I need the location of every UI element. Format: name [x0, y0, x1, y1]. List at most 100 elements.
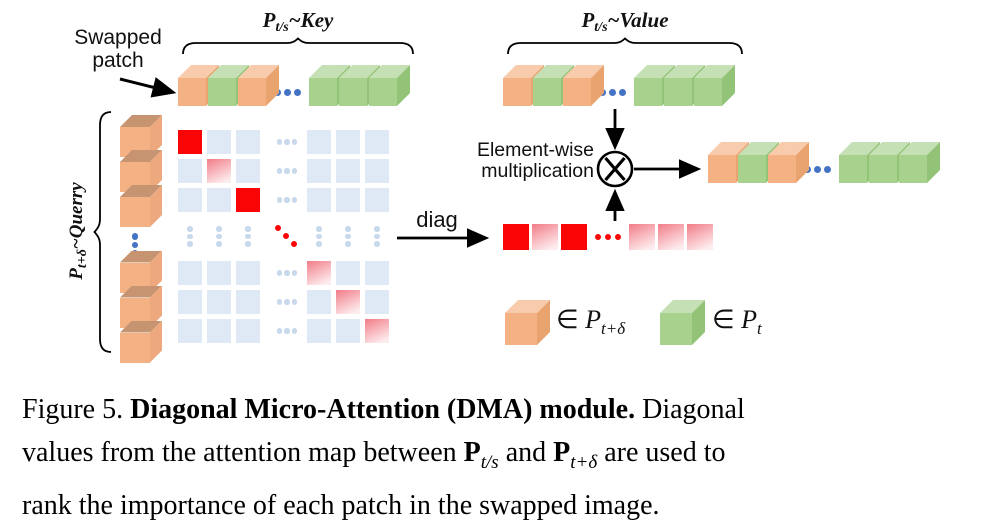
swapped-patch-arrow — [119, 77, 177, 98]
query-label-tail: ~Querry — [66, 182, 87, 250]
caption-text: Figure 5. — [22, 394, 131, 425]
elementwise-label-line2: multiplication — [481, 160, 594, 182]
matrix-diagonal-red-dot — [282, 232, 289, 239]
matrix-ellipsis-dot — [291, 168, 297, 174]
elementwise-label-line1: Element-wise — [476, 139, 594, 161]
cube-side — [150, 320, 162, 363]
query-label-sub: t+δ — [75, 249, 90, 269]
attention-matrix — [178, 130, 390, 344]
value-label-tail: ~Value — [607, 8, 669, 32]
matrix-cell — [365, 159, 389, 183]
key-brace — [182, 37, 414, 55]
cube-top — [178, 65, 219, 78]
cube-front — [664, 78, 692, 106]
matrix-cell — [207, 130, 231, 154]
matrix-ellipsis-dot — [316, 226, 322, 232]
matrix-ellipsis-dot — [284, 168, 290, 174]
cube-front — [899, 155, 927, 183]
matrix-ellipsis-dot — [284, 270, 290, 276]
cube-front — [369, 78, 397, 106]
legend-orange-p: P — [585, 305, 602, 334]
value-label-p: P — [581, 8, 595, 32]
cube-side — [692, 300, 705, 345]
query-brace — [93, 111, 112, 353]
matrix-ellipsis-dot — [187, 226, 193, 232]
matrix-cell — [365, 188, 389, 212]
matrix-cell — [207, 261, 231, 285]
cube-front — [120, 197, 150, 227]
cube-front — [120, 332, 150, 363]
matrix-ellipsis-dot — [284, 139, 290, 145]
cube-front — [238, 78, 266, 106]
matrix-cell — [207, 319, 231, 343]
cube-top — [708, 142, 749, 155]
matrix-ellipsis-dot — [284, 328, 290, 334]
cube-top — [694, 65, 735, 78]
cube-side — [537, 300, 550, 345]
cube-side — [150, 150, 162, 192]
cube-front — [208, 78, 236, 106]
caption-line: values from the attention map between Pt… — [22, 431, 982, 484]
cube-top — [120, 285, 162, 298]
element-of-symbol: ∈ — [556, 305, 586, 334]
cube-front — [634, 78, 662, 106]
legend-green-sub: t — [757, 319, 762, 338]
matrix-ellipsis-dot — [216, 233, 222, 239]
patch-cube-green — [533, 65, 574, 106]
cube-top — [238, 65, 279, 78]
elementwise-label: Element-wise multiplication — [448, 140, 594, 182]
matrix-ellipsis-dot — [291, 328, 297, 334]
patch-cube-green — [694, 65, 735, 106]
patch-cube-green — [660, 300, 705, 345]
matrix-ellipsis-dot — [374, 226, 380, 232]
caption-bold-text: P — [463, 437, 481, 468]
cube-front — [738, 155, 766, 183]
matrix-cell — [178, 261, 202, 285]
cube-side — [150, 185, 162, 227]
caption-text: are used to — [597, 437, 726, 468]
matrix-cell — [307, 130, 331, 154]
matrix-ellipsis-dot — [187, 241, 193, 247]
matrix-cell — [236, 319, 260, 343]
swapped-patch-label-line1: Swapped — [74, 26, 162, 49]
patch-cube-green — [339, 65, 380, 106]
key-label-p: P — [262, 8, 276, 32]
cube-top — [120, 150, 162, 162]
diagonal-value-square — [687, 224, 713, 250]
cube-top — [660, 300, 705, 313]
cube-top — [563, 65, 604, 78]
caption-text: and — [498, 437, 554, 468]
matrix-cell — [178, 188, 202, 212]
patch-cube-orange — [238, 65, 279, 106]
cube-front — [533, 78, 561, 106]
matrix-cell — [236, 159, 260, 183]
matrix-ellipsis-dot — [216, 241, 222, 247]
cube-side — [150, 250, 162, 293]
patch-cube-orange — [708, 142, 749, 183]
matrix-cell — [336, 159, 360, 183]
cube-top — [533, 65, 574, 78]
matrix-cell — [307, 261, 331, 285]
matrix-cell — [207, 290, 231, 314]
value-label-sub: t/s — [594, 20, 608, 35]
matrix-ellipsis-dot — [374, 233, 380, 239]
patch-cube-orange — [120, 185, 162, 227]
cube-front — [178, 78, 206, 106]
diagonal-value-square — [561, 224, 587, 250]
key-label: Pt/s~Key — [198, 8, 398, 36]
cube-top — [634, 65, 675, 78]
cube-top — [768, 142, 809, 155]
matrix-cell — [236, 261, 260, 285]
cube-side — [266, 65, 279, 106]
matrix-cell — [178, 130, 202, 154]
caption-text: Diagonal — [635, 394, 745, 425]
matrix-cell — [365, 261, 389, 285]
patch-cube-green — [309, 65, 350, 106]
matrix-ellipsis-dot — [276, 299, 282, 305]
cube-side — [150, 115, 162, 157]
swapped-patch-label-line2: patch — [92, 49, 144, 72]
query-label-p: P — [66, 268, 87, 280]
matrix-cell — [307, 319, 331, 343]
elementwise-multiply-icon — [596, 150, 634, 188]
